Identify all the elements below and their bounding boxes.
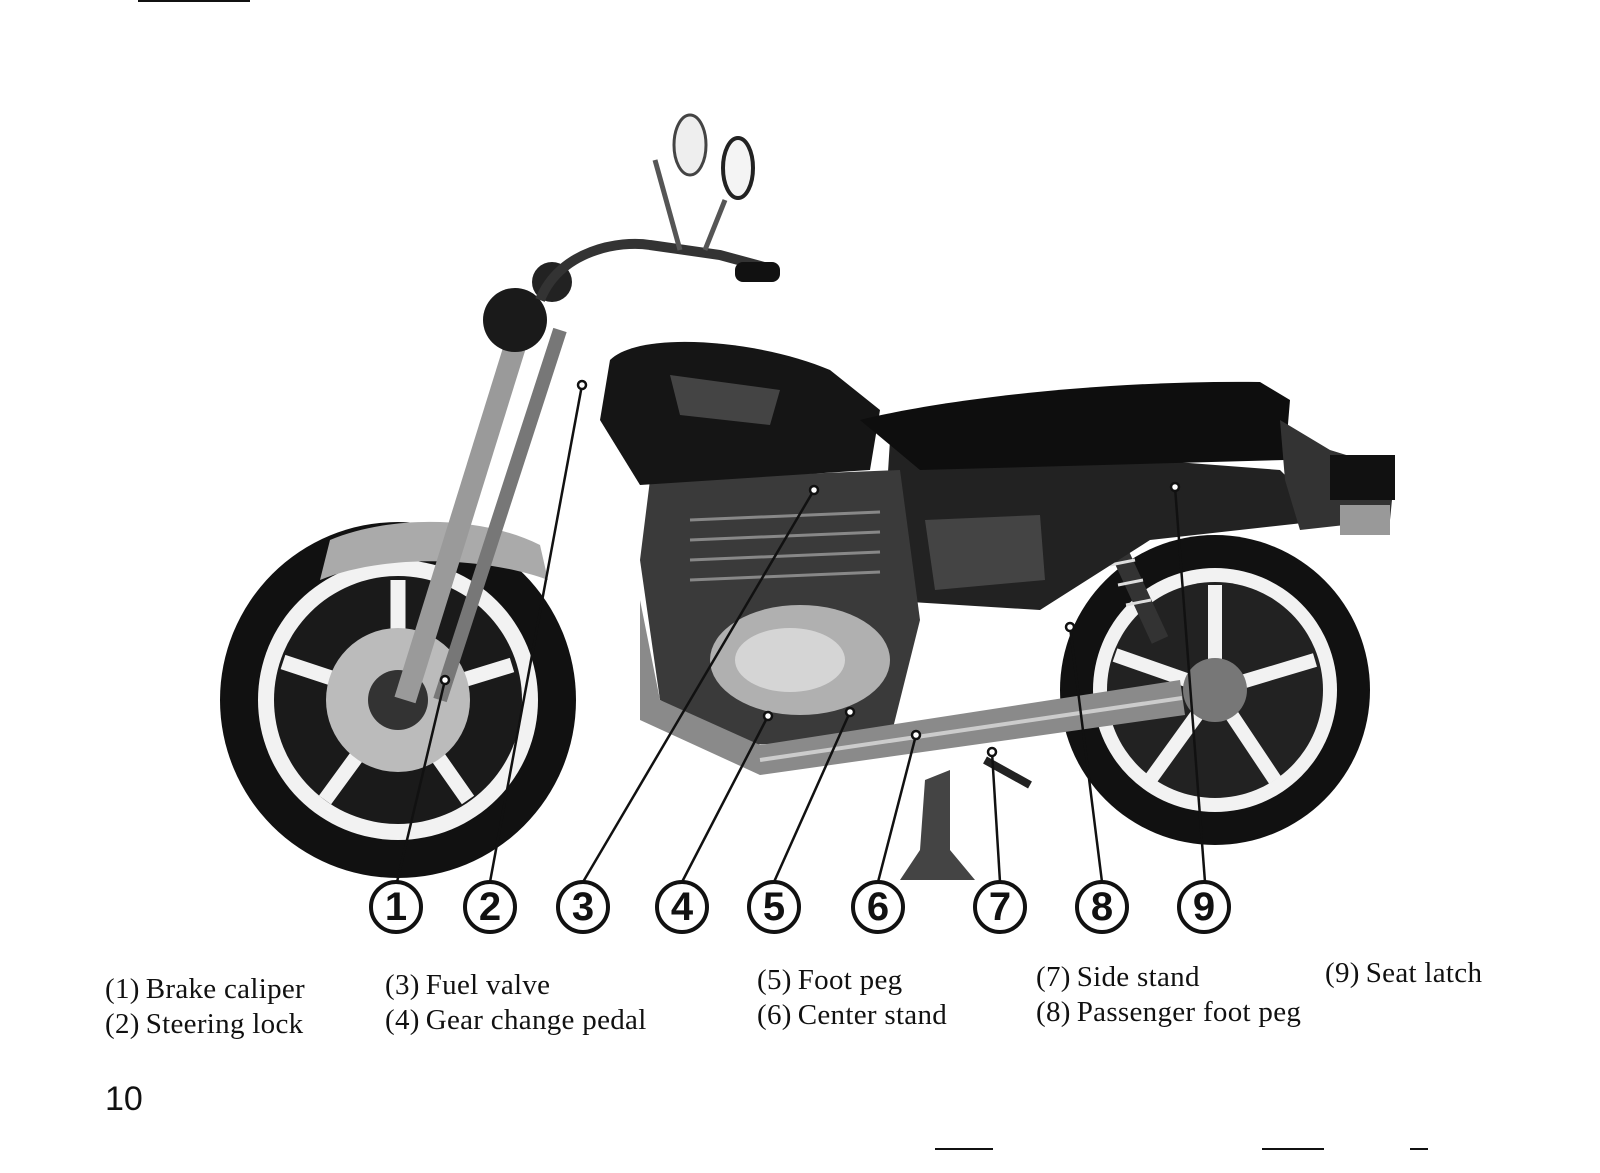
callout-3: 3	[556, 880, 610, 934]
bottom-rule-3	[1410, 1148, 1428, 1150]
callout-1: 1	[369, 880, 423, 934]
legend-number: (1)	[105, 973, 140, 1005]
legend-item-2: (2)Steering lock	[105, 1007, 303, 1042]
legend-label: Center stand	[797, 999, 948, 1031]
callout-6: 6	[851, 880, 905, 934]
rear-wheel	[1060, 535, 1370, 845]
legend-label: Gear change pedal	[425, 1004, 647, 1036]
legend-number: (4)	[385, 1004, 420, 1036]
top-rule	[138, 0, 250, 2]
legend-label: Steering lock	[145, 1008, 304, 1040]
callout-4: 4	[655, 880, 709, 934]
legend-item-1: (1)Brake caliper	[105, 972, 305, 1007]
legend-number: (3)	[385, 969, 420, 1001]
legend-item-9: (9)Seat latch	[1325, 956, 1482, 991]
legend-label: Seat latch	[1365, 957, 1483, 989]
callout-2: 2	[463, 880, 517, 934]
legend-item-7: (7)Side stand	[1036, 960, 1200, 995]
legend-label: Fuel valve	[425, 969, 551, 1001]
legend-item-3: (3)Fuel valve	[385, 968, 550, 1003]
callout-7: 7	[973, 880, 1027, 934]
callout-9: 9	[1177, 880, 1231, 934]
legend-number: (5)	[757, 964, 792, 996]
legend-item-8: (8)Passenger foot peg	[1036, 995, 1301, 1030]
legend-number: (7)	[1036, 961, 1071, 993]
legend-label: Side stand	[1076, 961, 1200, 993]
callout-5: 5	[747, 880, 801, 934]
legend-item-5: (5)Foot peg	[757, 963, 902, 998]
callout-8: 8	[1075, 880, 1129, 934]
legend-number: (9)	[1325, 957, 1360, 989]
legend-item-6: (6)Center stand	[757, 998, 947, 1033]
legend-label: Passenger foot peg	[1076, 996, 1302, 1028]
legend-label: Foot peg	[797, 964, 903, 996]
legend-number: (2)	[105, 1008, 140, 1040]
page-number: 10	[105, 1080, 143, 1118]
legend-item-4: (4)Gear change pedal	[385, 1003, 647, 1038]
legend-label: Brake caliper	[145, 973, 305, 1005]
legend-number: (6)	[757, 999, 792, 1031]
bottom-rule-1	[935, 1148, 993, 1150]
front-wheel	[220, 522, 576, 878]
bottom-rule-2	[1262, 1148, 1324, 1150]
legend-number: (8)	[1036, 996, 1071, 1028]
